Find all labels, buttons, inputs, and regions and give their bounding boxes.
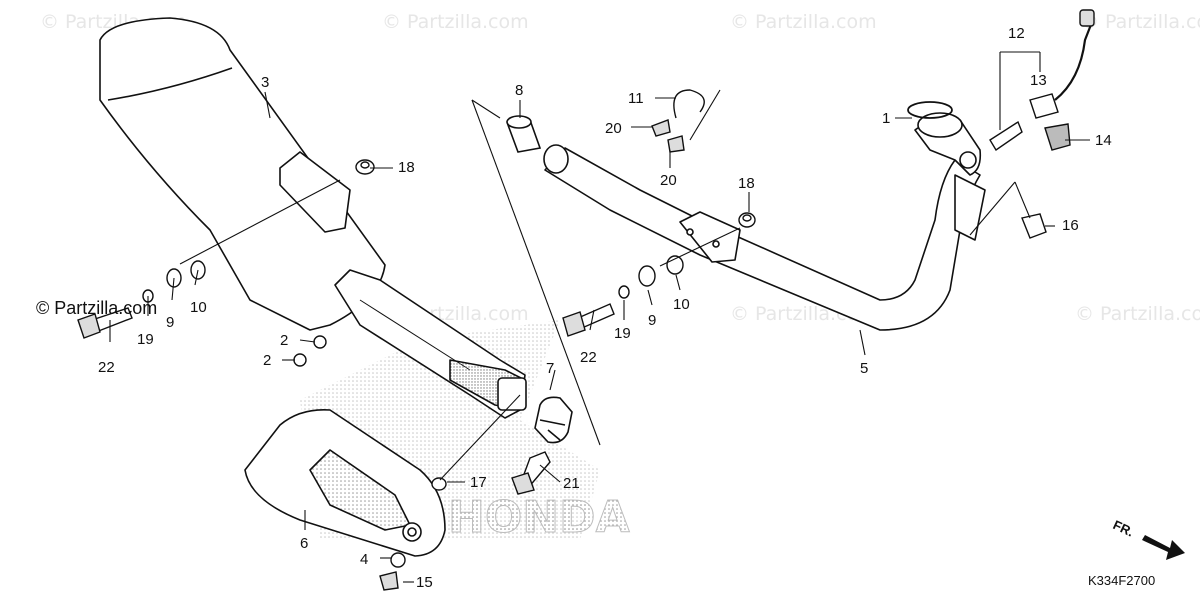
callout-20: 20: [660, 172, 677, 189]
callout-13: 13: [1030, 72, 1047, 89]
callout-18: 18: [398, 159, 415, 176]
callout-19: 19: [137, 331, 154, 348]
o2-sensor: [989, 9, 1095, 152]
bolt-21: [511, 451, 551, 495]
fasteners: [77, 89, 1047, 591]
callout-10: 10: [190, 299, 207, 316]
leader-lines: [109, 51, 1090, 583]
callout-19: 19: [614, 325, 631, 342]
diagram-code: K334F2700: [1088, 573, 1155, 588]
watermark: © Partzilla.com: [1080, 11, 1200, 33]
callout-10: 10: [673, 296, 690, 313]
pipe-band: [534, 396, 573, 444]
honda-text: HONDA: [448, 492, 630, 543]
callout-3: 3: [261, 74, 269, 91]
callout-9: 9: [166, 314, 174, 331]
callout-8: 8: [515, 82, 523, 99]
callout-15: 15: [416, 574, 433, 591]
exhaust-pipe: [543, 112, 986, 331]
callout-6: 6: [300, 535, 308, 552]
watermark: © Partzilla.com: [730, 11, 877, 33]
callout-22: 22: [98, 359, 115, 376]
callout-22: 22: [580, 349, 597, 366]
joint-collar: [506, 115, 542, 153]
front-direction-indicator: FR.: [1111, 517, 1185, 560]
watermark-layer: © Partzilla.com © Partzilla.com © Partzi…: [40, 11, 1200, 325]
muffler-protector: [244, 408, 446, 557]
copyright-label: © Partzilla.com: [36, 298, 158, 318]
callout-5: 5: [860, 360, 868, 377]
callout-9: 9: [648, 312, 656, 329]
callout-14: 14: [1095, 132, 1112, 149]
front-arrow-icon: [1142, 535, 1185, 560]
callout-labels: 1 2 2 3 4 5 6 7 8 9 9 10 10 11 12 13 14 …: [98, 25, 1112, 591]
callout-21: 21: [563, 475, 580, 492]
callout-2: 2: [263, 352, 271, 369]
callout-17: 17: [470, 474, 487, 491]
callout-11: 11: [628, 90, 644, 107]
callout-2: 2: [280, 332, 288, 349]
gasket-ring: [907, 101, 953, 119]
callout-4: 4: [360, 551, 368, 568]
callout-18: 18: [738, 175, 755, 192]
callout-20: 20: [605, 120, 622, 137]
muffler: [99, 17, 527, 419]
fr-label: FR.: [1111, 517, 1136, 539]
watermark: © Partzilla.com: [1075, 303, 1200, 325]
callout-7: 7: [546, 360, 554, 377]
callout-16: 16: [1062, 217, 1079, 234]
callout-1: 1: [882, 110, 890, 127]
callout-12: 12: [1008, 25, 1025, 42]
watermark: © Partzilla.com: [382, 11, 529, 33]
